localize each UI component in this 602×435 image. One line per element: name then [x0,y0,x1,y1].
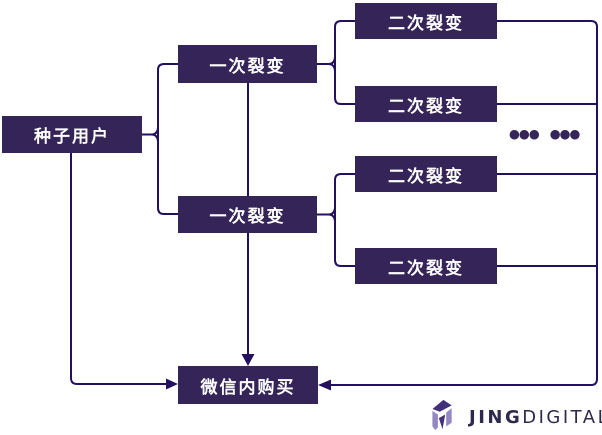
brace-f1a-point [328,56,336,72]
jingdigital-logo-text: JINGDIGITAL [469,401,602,428]
seed-drop-to-purchase [70,153,167,385]
node-second-fission-3: 二次裂变 [355,156,497,192]
brace-f1a-to-second-fission [334,20,355,105]
node-second-fission-1: 二次裂变 [355,3,497,39]
logo-brand-bold: JING [469,407,523,428]
ellipsis-more-icon: ●●● ●●● [509,126,581,141]
jingdigital-logo-icon [432,399,452,431]
node-second-fission-2: 二次裂变 [355,86,497,122]
brace-seed-to-first-fission [157,63,178,215]
node-second-fission-4: 二次裂变 [355,248,497,284]
node-first-fission-2: 一次裂变 [178,196,317,233]
arrowhead-into-purchase-top [241,354,255,366]
collector-right [331,20,598,386]
ellipsis-dots-group-2: ●●● [549,126,581,141]
jingdigital-logo: JINGDIGITAL [426,395,602,434]
arrowhead-into-purchase-left [166,378,178,390]
node-first-fission-1: 一次裂变 [178,45,317,83]
node-wechat-purchase: 微信内购买 [178,366,318,404]
brace-f1b-point [328,207,336,222]
brace-f1b-to-second-fission [334,173,355,267]
logo-brand-light: DIGITAL [522,407,602,428]
brace-seed-point [151,127,159,142]
arrowhead-into-purchase-right [318,379,331,391]
ellipsis-dots-group-1: ●●● [509,126,540,141]
node-seed-users: 种子用户 [2,116,142,153]
